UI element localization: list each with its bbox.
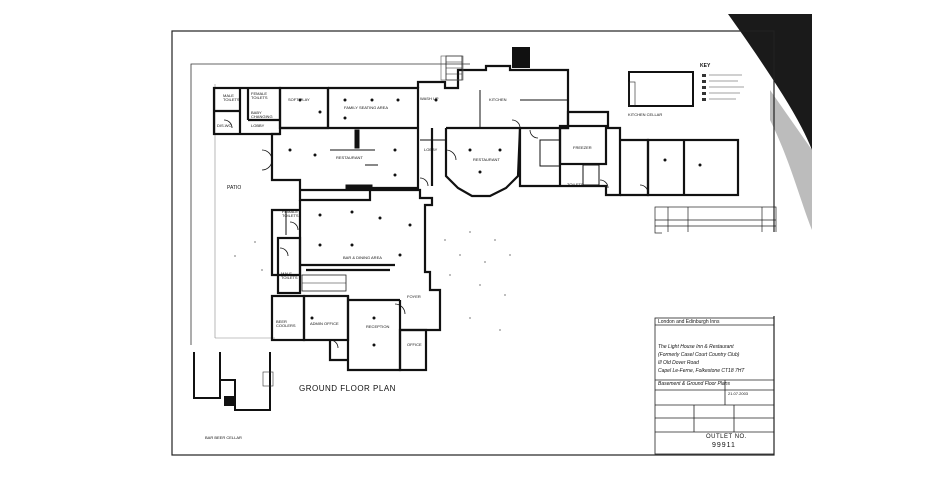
- room-soft-play: SOFT PLAY: [288, 97, 310, 102]
- title-block-project-line-4: Capel Le-Ferne, Folkestone CT18 7HT: [658, 368, 745, 374]
- room-restaurant-right: RESTAURANT: [473, 157, 500, 162]
- room-freezer: FREEZER: [573, 145, 592, 150]
- room-bar-dining: BAR & DINING AREA: [343, 255, 382, 260]
- title-block-frame: [654, 317, 775, 455]
- legend-key: [702, 74, 744, 101]
- title-block-project-line-3: Ill Old Dover Road: [658, 360, 699, 366]
- room-wash-up: WASH UP: [420, 96, 439, 101]
- title-block-client: London and Edinburgh Inns: [658, 319, 720, 325]
- title-block-project-line-1: The Light House Inn & Restaurant: [658, 344, 734, 350]
- room-kitchen-cellar: KITCHEN CELLAR: [628, 112, 663, 117]
- title-block-date: 21.07.2003: [728, 391, 749, 396]
- title-block-project-line-2: (Formerly Casel Court Country Club): [658, 352, 740, 358]
- room-restaurant-left: RESTAURANT: [336, 155, 363, 160]
- room-disabled-wc: DIS.WC: [217, 123, 232, 128]
- room-office: OFFICE: [407, 342, 422, 347]
- title-block-outlet-label: OUTLET NO.: [706, 434, 747, 440]
- title-block-drawing-title: Basement & Ground Floor Plans: [658, 381, 730, 387]
- scan-shadow: [728, 14, 812, 150]
- room-lobby-mid: LOBBY: [424, 147, 438, 152]
- drawing-title: GROUND FLOOR PLAN: [299, 384, 396, 393]
- room-reception: RECEPTION: [366, 324, 390, 329]
- room-kitchen: KITCHEN: [489, 97, 507, 102]
- revision-table: [654, 206, 777, 234]
- title-block-outlet-no: 99911: [712, 442, 736, 449]
- room-admin-office: ADMIN OFFICE: [310, 321, 339, 326]
- area-patio: PATIO: [227, 185, 242, 191]
- room-lobby-left: LOBBY: [251, 123, 265, 128]
- room-family-seating: FAMILY SEATING AREA: [344, 105, 389, 110]
- room-toilets-right: TOILETS: [567, 182, 584, 187]
- room-bar-beer-cellar: BAR BEER CELLAR: [205, 435, 242, 440]
- room-foyer: FOYER: [407, 294, 421, 299]
- legend-key-title: KEY: [700, 63, 711, 69]
